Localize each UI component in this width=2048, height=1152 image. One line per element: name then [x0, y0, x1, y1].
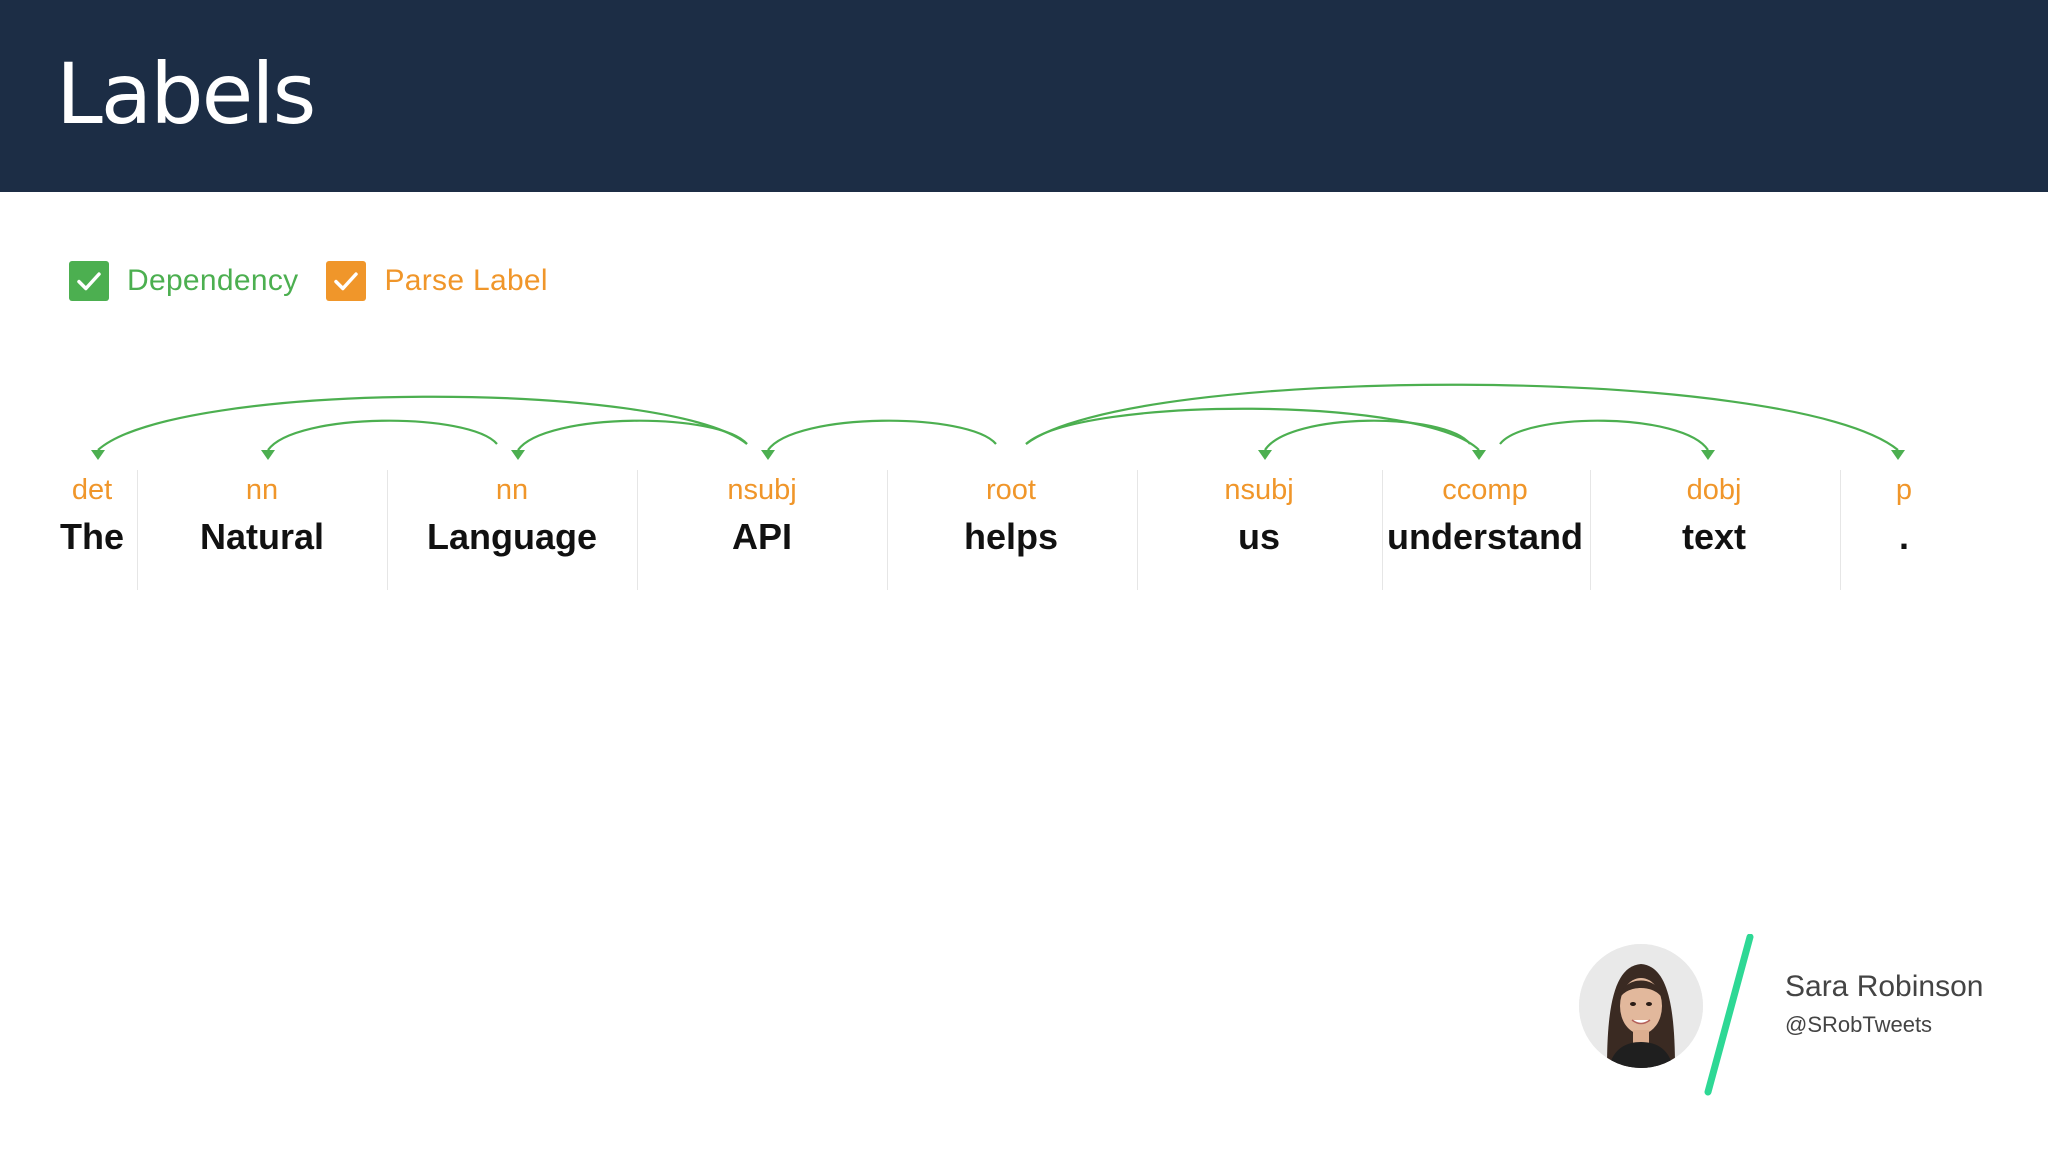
token-word: Language: [426, 516, 598, 557]
token-label: nn: [495, 474, 529, 506]
slide-header: Labels: [0, 0, 2048, 192]
arc-arrowhead: [761, 450, 775, 460]
arc-6-7: [1499, 419, 1709, 451]
arc-arrowhead: [1701, 450, 1715, 460]
token-4: root helps: [964, 470, 1058, 564]
check-icon: [334, 272, 359, 291]
arc-arrowhead: [1258, 450, 1272, 460]
token-separator: [137, 470, 138, 590]
check-icon: [77, 272, 101, 291]
legend: Dependency Parse Label: [69, 258, 576, 304]
token-word: understand: [1386, 516, 1584, 557]
token-separator: [637, 470, 638, 590]
arc-2-1: [267, 419, 498, 451]
token-label: nn: [245, 474, 279, 506]
token-separator: [387, 470, 388, 590]
token-word: Natural: [199, 516, 325, 557]
dependency-checkbox[interactable]: [69, 261, 109, 301]
presenter-card: Sara Robinson @SRobTweets: [1576, 934, 2016, 1102]
presenter-handle: @SRobTweets: [1785, 1012, 1933, 1037]
token-word: .: [1898, 516, 1910, 557]
token-word: API: [731, 516, 793, 557]
token-8: p.: [1896, 470, 1912, 564]
avatar-portrait-icon: [1579, 944, 1703, 1068]
arc-arrowhead: [261, 450, 275, 460]
arc-3-0: [97, 395, 748, 451]
accent-slash-icon: [1704, 934, 1754, 1096]
token-label: det: [71, 474, 113, 506]
dependency-arcs: [91, 383, 1905, 460]
legend-item-parse-label[interactable]: Parse Label: [326, 261, 548, 301]
token-separator: [887, 470, 888, 590]
arc-arrowhead: [1472, 450, 1486, 460]
parse-label-checkbox[interactable]: [326, 261, 367, 301]
token-label: root: [986, 474, 1036, 506]
token-word: The: [59, 516, 125, 557]
arc-4-3: [767, 419, 997, 451]
token-word: helps: [963, 516, 1059, 557]
parse-label-label: Parse Label: [384, 264, 548, 297]
arc-3-2: [517, 419, 748, 451]
token-separator: [1137, 470, 1138, 590]
token-5: nsubj us: [1224, 470, 1293, 564]
token-label: ccomp: [1442, 474, 1528, 506]
legend-item-dependency[interactable]: Dependency: [69, 261, 298, 301]
token-label: nsubj: [1224, 474, 1294, 506]
token-label: dobj: [1686, 474, 1742, 506]
dependency-label: Dependency: [127, 264, 299, 297]
token-label: nsubj: [727, 474, 797, 506]
arc-arrowhead: [91, 450, 105, 460]
token-separator: [1382, 470, 1383, 590]
token-word: text: [1681, 516, 1747, 557]
token-7: dobj text: [1682, 470, 1746, 564]
token-separator: [1840, 470, 1841, 590]
arc-4-8: [1025, 383, 1899, 451]
token-word: us: [1237, 516, 1281, 557]
token-6: ccomp understand: [1387, 470, 1583, 564]
arc-4-6: [1025, 407, 1480, 451]
token-label: p: [1895, 474, 1913, 506]
presenter-name: Sara Robinson: [1785, 970, 1984, 1003]
slide-title: Labels: [56, 45, 316, 143]
arc-6-5: [1264, 419, 1471, 451]
arc-arrowhead: [511, 450, 525, 460]
token-separator: [1590, 470, 1591, 590]
presenter-avatar: [1579, 944, 1703, 1068]
arc-arrowhead: [1891, 450, 1905, 460]
